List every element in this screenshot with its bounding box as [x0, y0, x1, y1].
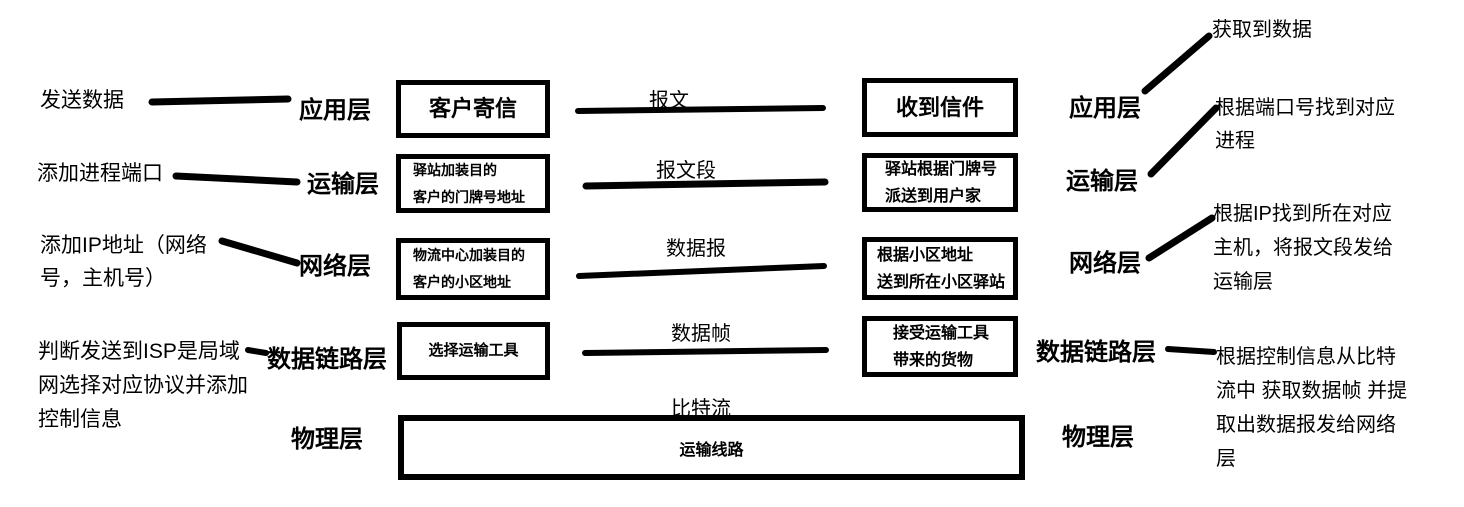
annotation-ip-to-host: 根据IP找到所在对应 主机，将报文段发给 运输层 — [1213, 197, 1393, 299]
box-line: 带来的货物 — [893, 351, 974, 369]
box-line: 客户寄信 — [428, 96, 517, 121]
right-layer-application: 应用层 — [1069, 95, 1141, 122]
annotation-line: 运输层 — [1213, 271, 1273, 293]
box-line: 接受运输工具 — [893, 324, 990, 342]
box-line: 选择运输工具 — [428, 342, 519, 359]
left-layer-datalink: 数据链路层 — [267, 346, 387, 373]
link-message — [575, 105, 826, 114]
box-line: 派送到用户家 — [885, 187, 982, 205]
left-layer-physical: 物理层 — [291, 426, 363, 453]
connector-send-data-to-app-layer — [148, 95, 292, 106]
annotation-isp-protocol-control: 判断发送到ISP是局域 网选择对应协议并添加 控制信息 — [38, 335, 248, 437]
pdu-label-frame: 数据帧 — [671, 323, 731, 345]
annotation-line: 发送数据 — [40, 89, 124, 112]
connector-datalink-layer-to-control-note — [1165, 346, 1217, 355]
box-line: 客户的门牌号地址 — [413, 188, 525, 205]
pdu-label-datagram: 数据报 — [666, 238, 726, 260]
link-frame — [582, 347, 829, 356]
link-datagram — [576, 263, 827, 279]
box-line: 物流中心加装目的 — [413, 247, 525, 263]
annotation-got-data: 获取到数据 — [1212, 14, 1312, 47]
annotation-line: 根据IP找到所在对应 — [1213, 203, 1392, 225]
pdu-label-message: 报文 — [649, 90, 689, 112]
pdu-label-bitstream: 比特流 — [671, 398, 731, 420]
box-line: 驿站加装目的 — [413, 161, 497, 178]
connector-add-ip-to-network-layer — [218, 237, 301, 267]
annotation-send-data: 发送数据 — [40, 84, 124, 117]
sender-box-network: 物流中心加装目的 客户的小区地址 — [396, 238, 550, 300]
right-layer-network: 网络层 — [1069, 250, 1141, 277]
annotation-line: 判断发送到ISP是局域 — [38, 340, 240, 363]
connector-transport-layer-to-port-note — [1147, 104, 1220, 178]
physical-layer-box-label: 运输线路 — [679, 441, 744, 459]
box-line: 根据小区地址 — [877, 246, 974, 264]
box-line: 送到所在小区驿站 — [877, 273, 1006, 291]
connector-add-port-to-transport-layer — [172, 172, 301, 186]
receiver-box-datalink: 接受运输工具 带来的货物 — [862, 316, 1018, 377]
annotation-line: 网选择对应协议并添加 — [38, 374, 248, 397]
annotation-add-process-port: 添加进程端口 — [37, 157, 163, 190]
physical-layer-box: 运输线路 — [398, 415, 1025, 480]
annotation-line: 根据控制信息从比特 — [1216, 346, 1396, 368]
annotation-line: 添加进程端口 — [37, 162, 163, 185]
left-layer-application: 应用层 — [299, 97, 371, 124]
connector-isp-to-datalink-layer — [245, 347, 269, 356]
annotation-line: 层 — [1216, 448, 1236, 470]
annotation-control-info-extract: 根据控制信息从比特 流中 获取数据帧 并提 取出数据报发给网络 层 — [1216, 340, 1407, 476]
annotation-add-ip-address: 添加IP地址（网络 号，主机号） — [40, 229, 207, 295]
right-layer-transport: 运输层 — [1066, 168, 1138, 195]
annotation-line: 取出数据报发给网络 — [1216, 414, 1396, 436]
pdu-label-segment: 报文段 — [656, 160, 716, 182]
receiver-box-network: 根据小区地址 送到所在小区驿站 — [862, 237, 1018, 300]
annotation-line: 获取到数据 — [1212, 19, 1312, 41]
sender-box-application: 客户寄信 — [396, 80, 550, 138]
sender-box-datalink: 选择运输工具 — [397, 322, 550, 380]
annotation-line: 根据端口号找到对应 — [1215, 97, 1395, 119]
right-layer-physical: 物理层 — [1062, 424, 1134, 451]
left-layer-network: 网络层 — [299, 253, 371, 280]
right-layer-datalink: 数据链路层 — [1036, 339, 1156, 366]
annotation-line: 流中 获取数据帧 并提 — [1216, 380, 1408, 402]
receiver-box-application: 收到信件 — [862, 78, 1018, 137]
box-line: 客户的小区地址 — [413, 274, 511, 290]
annotation-line: 主机，将报文段发给 — [1213, 237, 1393, 259]
left-layer-transport: 运输层 — [307, 171, 379, 198]
annotation-line: 号，主机号） — [40, 267, 166, 290]
sender-box-transport: 驿站加装目的 客户的门牌号地址 — [396, 154, 550, 213]
connector-network-layer-to-ip-note — [1145, 214, 1216, 262]
box-line: 收到信件 — [895, 94, 984, 120]
box-line: 驿站根据门牌号 — [885, 160, 998, 178]
receiver-box-transport: 驿站根据门牌号 派送到用户家 — [862, 153, 1018, 212]
annotation-port-to-process: 根据端口号找到对应 进程 — [1215, 92, 1395, 158]
annotation-line: 控制信息 — [38, 408, 122, 431]
annotation-line: 进程 — [1215, 130, 1255, 152]
connector-app-layer-to-got-data — [1141, 32, 1213, 95]
annotation-line: 添加IP地址（网络 — [40, 234, 207, 257]
